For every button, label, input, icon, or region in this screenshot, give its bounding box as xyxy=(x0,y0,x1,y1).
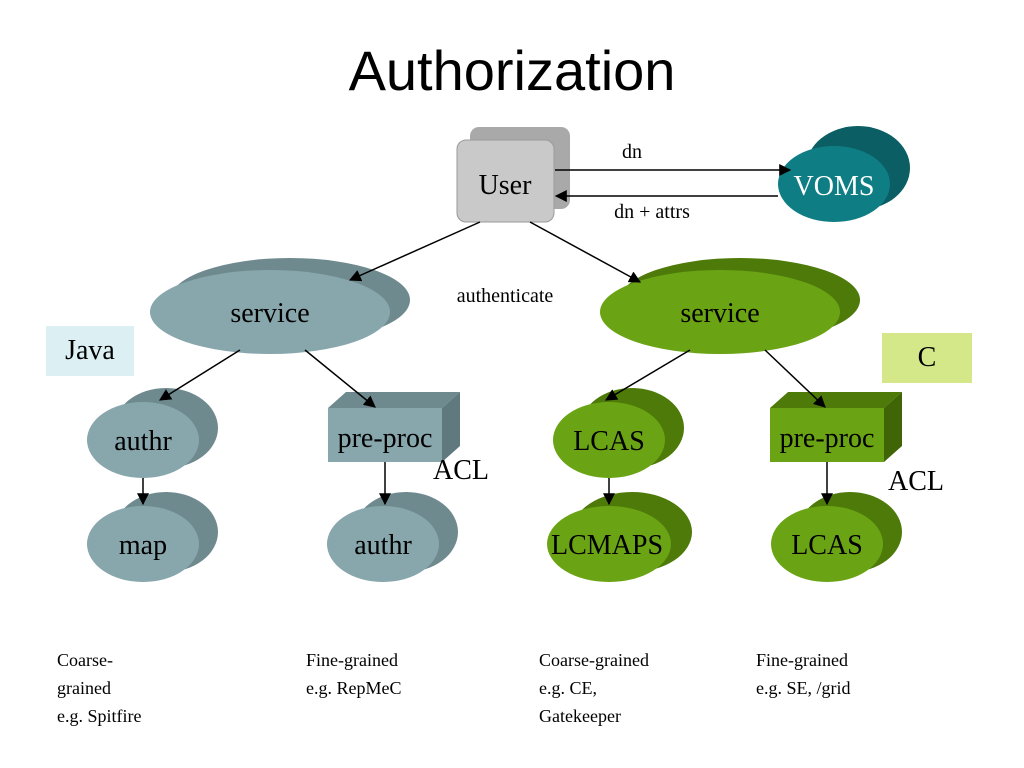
service-c-node: service xyxy=(600,258,860,354)
service-c-to-lcas-arrow xyxy=(604,349,691,401)
preproc-java-node: pre-proc xyxy=(328,392,460,462)
voms-label: VOMS xyxy=(794,171,875,202)
lcmaps-node: LCMAPS xyxy=(547,492,692,582)
user-label: User xyxy=(479,170,533,201)
user-to-service-java-arrow xyxy=(348,221,481,282)
dn-label: dn xyxy=(622,141,642,163)
authenticate-label: authenticate xyxy=(457,285,554,307)
c-tag: C xyxy=(882,333,972,383)
service-c-to-preproc-arrow xyxy=(764,349,826,408)
acl-c-label: ACL xyxy=(888,466,944,497)
lcas-c-fine-node: LCAS xyxy=(771,492,902,582)
lcmaps-label: LCMAPS xyxy=(551,530,663,561)
map-node: map xyxy=(87,492,218,582)
java-tag: Java xyxy=(46,326,134,376)
service-java-to-authr-arrow xyxy=(158,349,241,401)
page-title: Authorization xyxy=(348,39,676,102)
authr-java-label: authr xyxy=(114,426,172,457)
lcas-c-label: LCAS xyxy=(573,426,645,457)
note-c-fine: Fine-grained e.g. SE, /grid xyxy=(756,650,851,698)
service-java-to-preproc-arrow xyxy=(304,349,376,408)
service-java-node: service xyxy=(150,258,410,354)
service-java-label: service xyxy=(230,298,309,329)
user-node: User xyxy=(456,127,570,223)
note-java-coarse: Coarse- grained e.g. Spitfire xyxy=(57,650,142,726)
preproc-c-node: pre-proc xyxy=(770,392,902,462)
dn-attrs-label: dn + attrs xyxy=(614,201,690,223)
lcas-c-fine-label: LCAS xyxy=(791,530,863,561)
note-java-fine: Fine-grained e.g. RepMeC xyxy=(306,650,402,698)
lcas-c-node: LCAS xyxy=(553,388,684,478)
preproc-java-label: pre-proc xyxy=(338,423,433,454)
authr-java-node: authr xyxy=(87,388,218,478)
note-c-coarse: Coarse-grained e.g. CE, Gatekeeper xyxy=(539,650,649,726)
authr-java-fine-node: authr xyxy=(327,492,458,582)
map-label: map xyxy=(119,530,167,561)
acl-java-label: ACL xyxy=(433,455,489,486)
service-c-label: service xyxy=(680,298,759,329)
preproc-c-label: pre-proc xyxy=(780,423,875,454)
user-to-service-c-arrow xyxy=(529,221,642,283)
authr-java-fine-label: authr xyxy=(354,530,412,561)
voms-node: VOMS xyxy=(778,126,910,222)
